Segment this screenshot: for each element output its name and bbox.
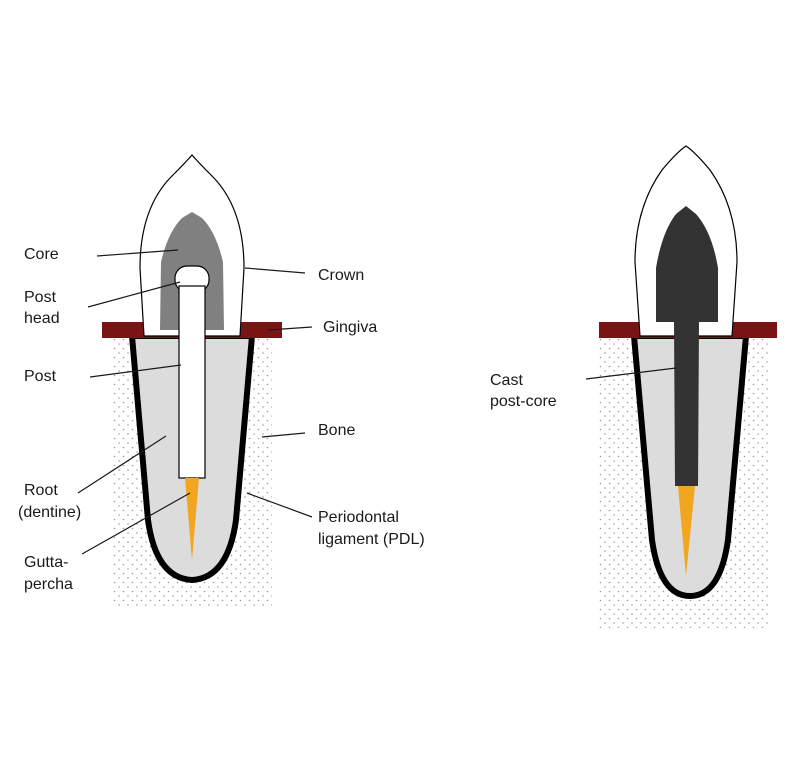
- bone-leader: [261, 432, 306, 438]
- crown-leader: [244, 267, 306, 274]
- left-gutta-percha: [185, 478, 199, 560]
- right-tooth: [598, 145, 777, 628]
- right-cast-post-core: [656, 206, 718, 486]
- left-tooth: [102, 154, 282, 608]
- core-leader: [96, 249, 179, 257]
- post-head-leader: [87, 281, 181, 308]
- bone-label: Bone: [318, 422, 355, 439]
- right-labels: Cast post-core: [490, 372, 557, 410]
- left-leaders: [77, 249, 313, 555]
- gingiva-leader: [267, 326, 313, 331]
- gutta-percha-label-line1: Gutta-: [24, 554, 68, 571]
- post-head-label-line1: Post: [24, 289, 57, 306]
- pdl-leader: [246, 492, 313, 518]
- root-leader: [77, 435, 167, 494]
- root-label-line1: Root: [24, 482, 58, 499]
- crown-label: Crown: [318, 267, 364, 284]
- core-label: Core: [24, 246, 59, 263]
- post-leader: [89, 364, 182, 378]
- gutta-percha-label-line2: percha: [24, 576, 73, 593]
- pdl-label-line2: ligament (PDL): [318, 531, 425, 548]
- right-gutta-percha: [678, 486, 695, 576]
- gutta-leader: [81, 492, 191, 555]
- gingiva-label: Gingiva: [323, 319, 377, 336]
- root-label-line2: (dentine): [18, 504, 81, 521]
- pdl-label-line1: Periodontal: [318, 509, 399, 526]
- post-head-label-line2: head: [24, 310, 60, 327]
- cast-post-core-label-line1: Cast: [490, 372, 523, 389]
- cast-post-core-label-line2: post-core: [490, 393, 557, 410]
- left-post: [178, 285, 206, 479]
- post-label: Post: [24, 368, 57, 385]
- cast-post-core-leader: [585, 367, 677, 380]
- left-labels: Core Post head Post Root (dentine) Gutta…: [18, 246, 425, 593]
